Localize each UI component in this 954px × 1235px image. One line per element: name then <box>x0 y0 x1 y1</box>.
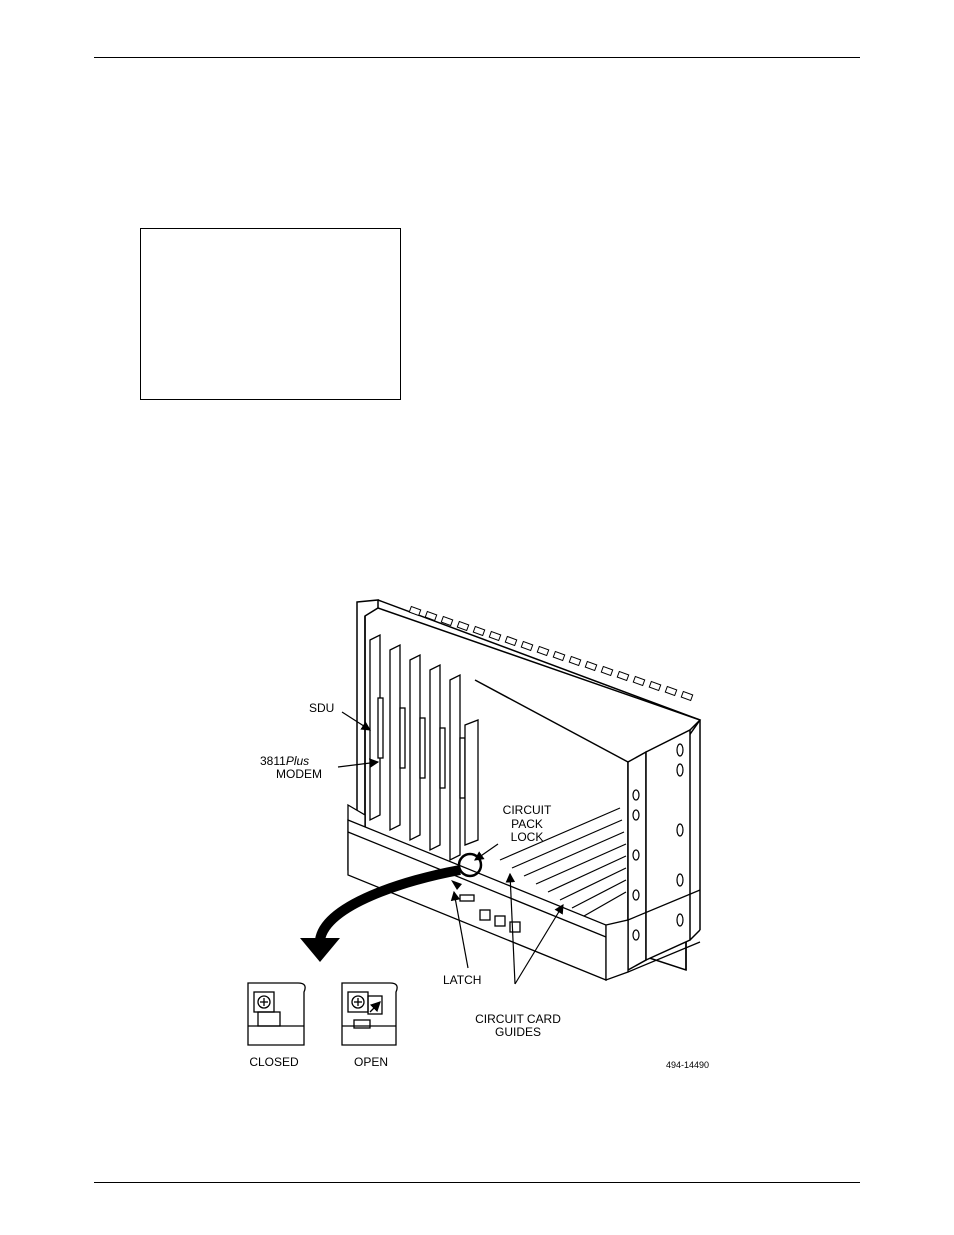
footer-rule <box>94 1182 860 1183</box>
closed-detail <box>247 982 306 1046</box>
shelf-figure: SDU 3811Plus MODEM CIRCUIT PACK LOCK LAT… <box>247 599 709 1070</box>
ventilation-slots <box>408 605 694 702</box>
label-guides: GUIDES <box>495 1025 541 1039</box>
label-modem-word: MODEM <box>276 767 322 781</box>
label-latch: LATCH <box>443 973 481 987</box>
label-modem-number: 3811Plus <box>260 754 309 768</box>
label-open: OPEN <box>354 1055 388 1069</box>
circuit-packs <box>369 633 479 862</box>
circuit-pack-lock-highlight <box>457 852 483 878</box>
latch-mark <box>451 880 462 890</box>
label-circuit-card: CIRCUIT CARD <box>475 1012 561 1026</box>
open-detail <box>341 982 398 1046</box>
note-box <box>140 228 401 400</box>
label-closed: CLOSED <box>249 1055 299 1069</box>
label-lock: LOCK <box>511 830 544 844</box>
figure-code: 494-14490 <box>666 1060 709 1070</box>
header-rule <box>94 57 860 58</box>
label-circuit: CIRCUIT <box>503 803 552 817</box>
card-guides <box>499 807 627 917</box>
label-pack: PACK <box>511 817 543 831</box>
label-sdu: SDU <box>309 701 334 715</box>
swing-arrow <box>300 865 461 962</box>
flange-holes <box>632 743 684 941</box>
leader-lines <box>337 711 564 985</box>
